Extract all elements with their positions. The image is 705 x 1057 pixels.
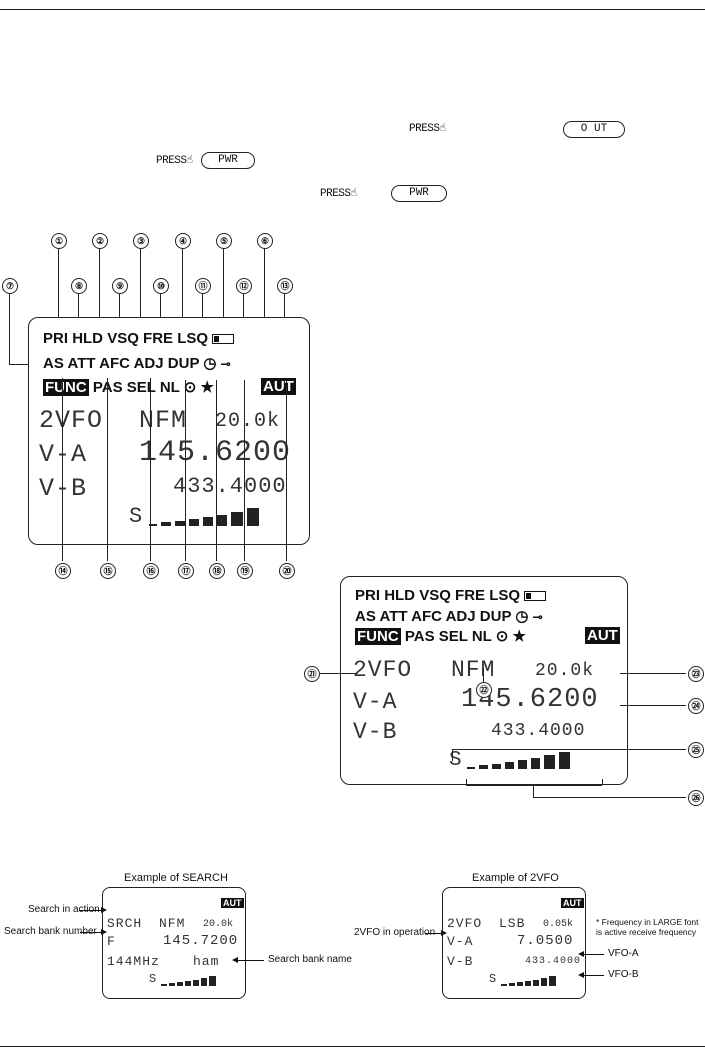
ind-sel: SEL	[126, 379, 156, 396]
callout-23: ㉓	[688, 666, 704, 682]
search-in-action-label: Search in action	[28, 904, 100, 915]
key-lock-icon: ⊸	[532, 610, 543, 624]
callout-6: ⑥	[257, 233, 273, 249]
pwr-key-1: PWR	[201, 152, 255, 169]
search-bank-number-label: Search bank number	[4, 926, 97, 937]
callout-15: ⑮	[100, 563, 116, 579]
vfo-a-label: VFO-A	[608, 948, 639, 959]
ind-dup: DUP	[167, 355, 200, 372]
callout-18: ⑱	[209, 563, 225, 579]
ind-nl: NL	[159, 379, 180, 396]
callout-5: ⑤	[216, 233, 232, 249]
ind-vsq: VSQ	[107, 330, 139, 347]
vfo-example-title: Example of 2VFO	[472, 872, 559, 884]
dot-icon: ⊙	[495, 628, 509, 645]
callout-1: ①	[51, 233, 67, 249]
press-instruction-2: PRESS☝	[156, 155, 194, 167]
top-rule	[0, 9, 705, 10]
vfo-b-label: VFO-B	[608, 969, 639, 980]
callout-21: ㉑	[304, 666, 320, 682]
callout-13: ⑬	[277, 278, 293, 294]
vfo-in-operation-label: 2VFO in operation	[354, 927, 436, 938]
callout-2: ②	[92, 233, 108, 249]
callout-7: ⑦	[2, 278, 18, 294]
callout-4: ④	[175, 233, 191, 249]
battery-icon	[524, 591, 547, 602]
hand-icon: ☝	[186, 155, 194, 167]
lcd-step: 20.0k	[215, 410, 281, 433]
callout-8: ⑧	[71, 278, 87, 294]
lcd-modulation: NFM	[139, 406, 188, 435]
callout-19: ⑲	[237, 563, 253, 579]
ind-att: ATT	[67, 355, 96, 372]
ind-fre: FRE	[143, 330, 174, 347]
callout-22: ㉒	[476, 682, 492, 698]
ind-hld: HLD	[72, 330, 104, 347]
search-example-title: Example of SEARCH	[124, 872, 228, 884]
callout-17: ⑰	[178, 563, 194, 579]
lcd-vb-freq: 433.4000	[173, 474, 287, 499]
callout-9: ⑨	[112, 278, 128, 294]
callout-26: ㉖	[688, 790, 704, 806]
bottom-rule	[0, 1046, 705, 1047]
callout-11: ⑪	[195, 278, 211, 294]
callout-14: ⑭	[55, 563, 71, 579]
ind-adj: ADJ	[133, 355, 164, 372]
pwr-key-2: PWR	[391, 185, 447, 202]
callout-20: ⑳	[279, 563, 295, 579]
large-font-note: * Frequency in LARGE font is active rece…	[596, 917, 699, 937]
main-lcd: PRI HLD VSQ FRE LSQ AS ATT AFC ADJ DUP ◷…	[28, 317, 310, 545]
search-lcd: AUT SRCH NFM 20.0k F 145.7200 144MHz ham…	[102, 887, 246, 999]
ind-as: AS	[43, 355, 64, 372]
callout-12: ⑫	[236, 278, 252, 294]
ind-afc: AFC	[99, 355, 130, 372]
dot-icon: ⊙	[183, 379, 197, 396]
callout-3: ③	[133, 233, 149, 249]
out-key: O UT	[563, 121, 625, 138]
press-instruction-3: PRESS☝	[320, 188, 358, 200]
clock-icon: ◷	[515, 608, 529, 625]
ind-func: FUNC	[43, 379, 89, 396]
lcd-va-label: V-A	[39, 440, 88, 469]
smeter-label: S	[129, 504, 144, 529]
ind-lsq: LSQ	[177, 330, 209, 347]
lcd-va-freq: 145.6200	[139, 436, 292, 470]
key-lock-icon: ⊸	[220, 357, 231, 371]
lcd-vb-label: V-B	[39, 474, 88, 503]
star-icon: ★	[200, 379, 214, 396]
ind-pri: PRI	[43, 330, 69, 347]
callout-10: ⑩	[153, 278, 169, 294]
ind-aut: AUT	[261, 378, 296, 395]
callout-25: ㉕	[688, 742, 704, 758]
hand-icon: ☝	[439, 123, 447, 135]
detail-lcd: PRI HLD VSQ FRE LSQ AS ATT AFC ADJ DUP ◷…	[340, 576, 628, 785]
press-instruction-1: PRESS☝	[409, 123, 447, 135]
battery-icon	[212, 334, 235, 345]
vfo-lcd: AUT 2VFO LSB 0.05k V-A 7.0500 V-B 433.40…	[442, 887, 586, 999]
lcd-mode: 2VFO	[39, 406, 104, 435]
clock-icon: ◷	[203, 355, 217, 372]
star-icon: ★	[512, 628, 526, 645]
search-bank-name-label: Search bank name	[268, 954, 352, 965]
hand-icon: ☝	[350, 188, 358, 200]
callout-16: ⑯	[143, 563, 159, 579]
callout-24: ㉔	[688, 698, 704, 714]
